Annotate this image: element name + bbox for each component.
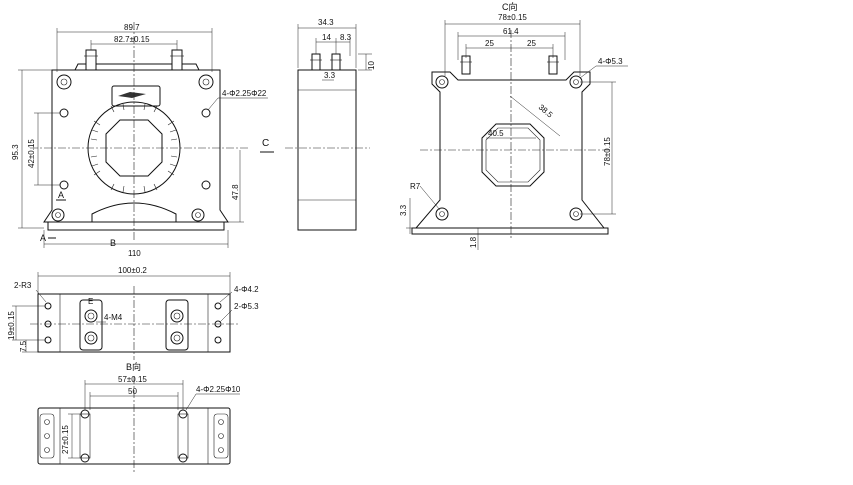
b-view-title: B向 [126,361,141,372]
c-height-label: 78±0.15 [603,137,612,166]
c-width-label: 78±0.15 [498,13,527,22]
top-view [12,272,240,360]
c-half-right-label: 25 [527,39,536,48]
front-center-height-label: 42±0.15 [27,139,36,168]
top-radius-label: 2-R3 [14,281,32,290]
side-dim-10-label: 10 [367,61,376,70]
c-view-title: C向 [502,1,518,12]
b-inner-label: 50 [128,387,137,396]
c-dim-3-3-label: 3.3 [399,204,408,216]
section-a-marker: A [58,190,64,200]
section-b-marker: B [110,238,116,248]
section-c-marker: C [262,138,269,149]
c-span-label: 61.4 [503,27,519,36]
front-right-height-label: 47.8 [231,184,240,200]
c-view [406,20,628,250]
front-view [18,22,268,248]
b-span-label: 57±0.15 [118,375,147,384]
front-terminal-spacing-label: 82.7±0.15 [114,35,150,44]
side-dim-8-3-label: 8.3 [340,33,352,42]
section-a2-marker: A [40,233,46,243]
b-height-label: 27±0.15 [61,425,70,454]
c-half-left-label: 25 [485,39,494,48]
top-holes-b-label: 2-Φ5.3 [234,302,259,311]
top-thread-label: 4-M4 [104,313,123,322]
front-base-width-label: 110 [128,249,141,258]
front-holes-label: 4-Φ2.25Φ22 [222,89,267,98]
top-terminal-e-label: E [88,297,93,306]
front-height-label: 95.3 [11,144,20,160]
b-view [37,376,240,472]
c-diag-label: 38.5 [537,103,555,120]
side-depth-label: 34.3 [318,18,334,27]
c-holes-label: 4-Φ5.3 [598,57,623,66]
c-inner-label: 40.5 [488,129,504,138]
top-width-label: 100±0.2 [118,266,147,275]
side-view [285,24,372,231]
front-width-label: 89.7 [124,23,140,32]
c-radius-label: R7 [410,182,421,191]
top-dim-19-label: 19±0.15 [7,311,16,340]
top-dim-7-5-label: 7.5 [19,340,28,352]
b-holes-label: 4-Φ2.25Φ10 [196,385,241,394]
top-holes-a-label: 4-Φ4.2 [234,285,259,294]
side-dim-14-label: 14 [322,33,331,42]
side-dim-3-3-label: 3.3 [324,71,336,80]
c-dim-1-8-label: 1.8 [469,236,478,248]
